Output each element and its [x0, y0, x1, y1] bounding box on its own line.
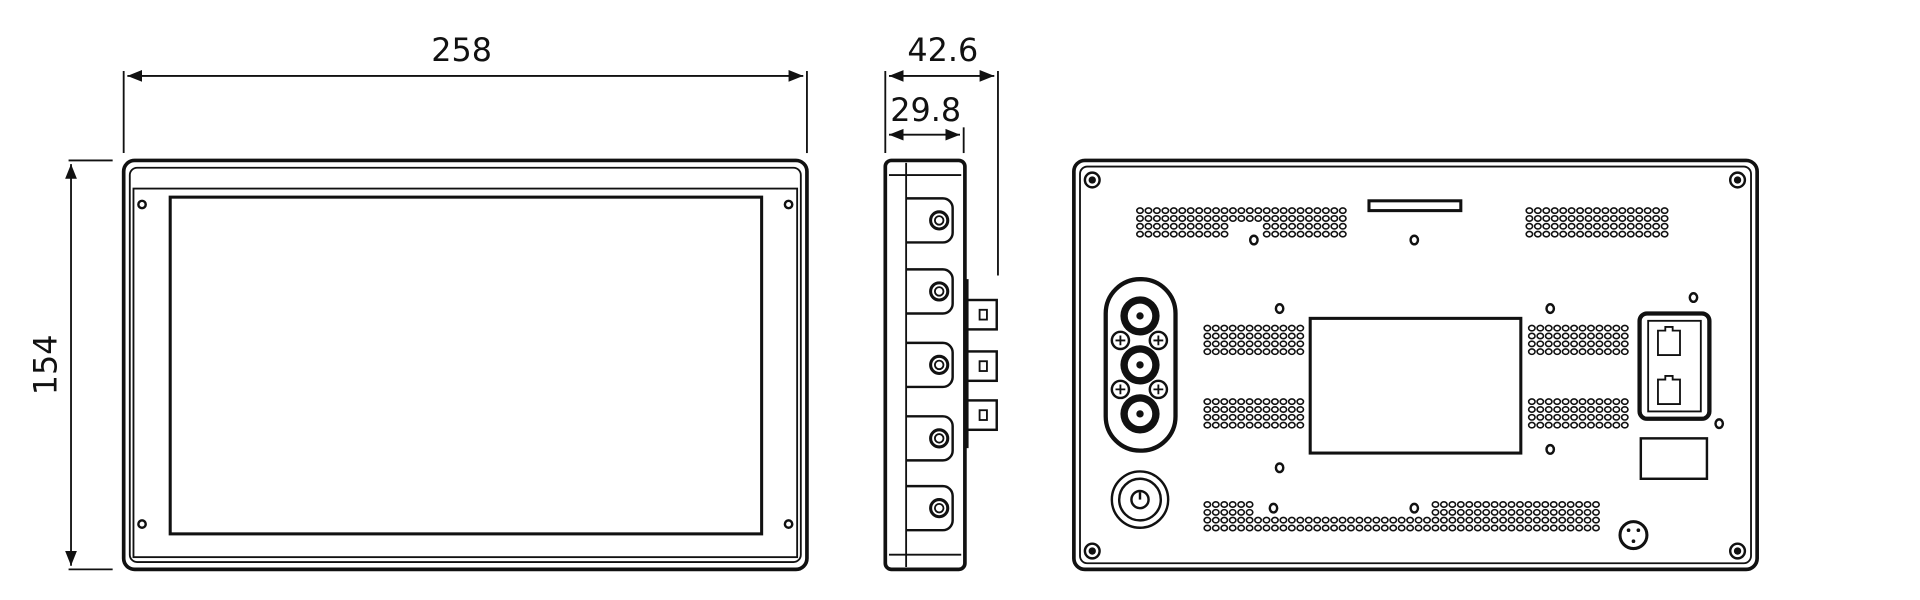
side-knob-housing [906, 415, 954, 462]
mounting-hole [1688, 292, 1699, 304]
side-knob-housing [906, 484, 954, 532]
side-bracket [963, 399, 998, 432]
rear-screw [1728, 542, 1747, 560]
mounting-hole [1545, 303, 1556, 315]
side-knob-housing [906, 197, 954, 244]
side-knob-housing [906, 341, 954, 389]
width-dimension: 258 [122, 31, 808, 154]
vent-grid [1527, 398, 1629, 429]
side-knob-housing [906, 268, 954, 315]
vent-grid [1203, 398, 1305, 429]
side-knob [929, 498, 950, 519]
rear-screw [1083, 542, 1101, 560]
mount-plate [1308, 316, 1523, 455]
mounting-hole [1268, 502, 1279, 514]
vent-grid [1136, 207, 1347, 238]
side-knob [929, 428, 950, 449]
label-plate [1639, 437, 1709, 480]
height-dimension: 154 [26, 159, 113, 571]
width-label: 258 [431, 31, 492, 69]
panel-screw [1148, 330, 1169, 351]
mounting-hole [1274, 303, 1285, 315]
vent-grid [1203, 500, 1600, 532]
height-label: 154 [26, 335, 64, 396]
side-bracket [963, 350, 998, 383]
vent-grid [1203, 324, 1305, 356]
mounting-hole [1545, 443, 1556, 455]
panel-screw [1110, 330, 1131, 351]
screen [168, 195, 764, 536]
rear-screw [1728, 171, 1747, 189]
panel-screw [1148, 379, 1169, 400]
mounting-hole [1714, 418, 1725, 430]
side-knob [929, 210, 950, 231]
side-view [883, 158, 998, 572]
mounting-hole [1248, 234, 1259, 246]
side-knob [929, 281, 950, 302]
ethernet-ports [1637, 311, 1712, 421]
front-screws [137, 199, 794, 529]
side-knob [929, 354, 950, 375]
depth-dimensions: 42.6 29.8 [884, 31, 999, 276]
mounting-hole [1409, 502, 1420, 514]
depth-total-label: 42.6 [907, 31, 978, 69]
vent-grid [1525, 207, 1669, 238]
panel-screw [1110, 379, 1131, 400]
front-view [121, 158, 809, 572]
power-button [1110, 470, 1170, 529]
side-bracket [963, 298, 998, 331]
rear-screw [1083, 171, 1101, 189]
rear-view [1072, 158, 1759, 572]
mounting-hole [1409, 234, 1420, 246]
depth-body-label: 29.8 [890, 91, 961, 129]
vent-grid [1527, 324, 1629, 356]
mounting-hole [1274, 462, 1285, 474]
bnc-panel [1103, 277, 1178, 453]
card-slot [1367, 199, 1463, 213]
xlr-connector [1618, 520, 1649, 551]
